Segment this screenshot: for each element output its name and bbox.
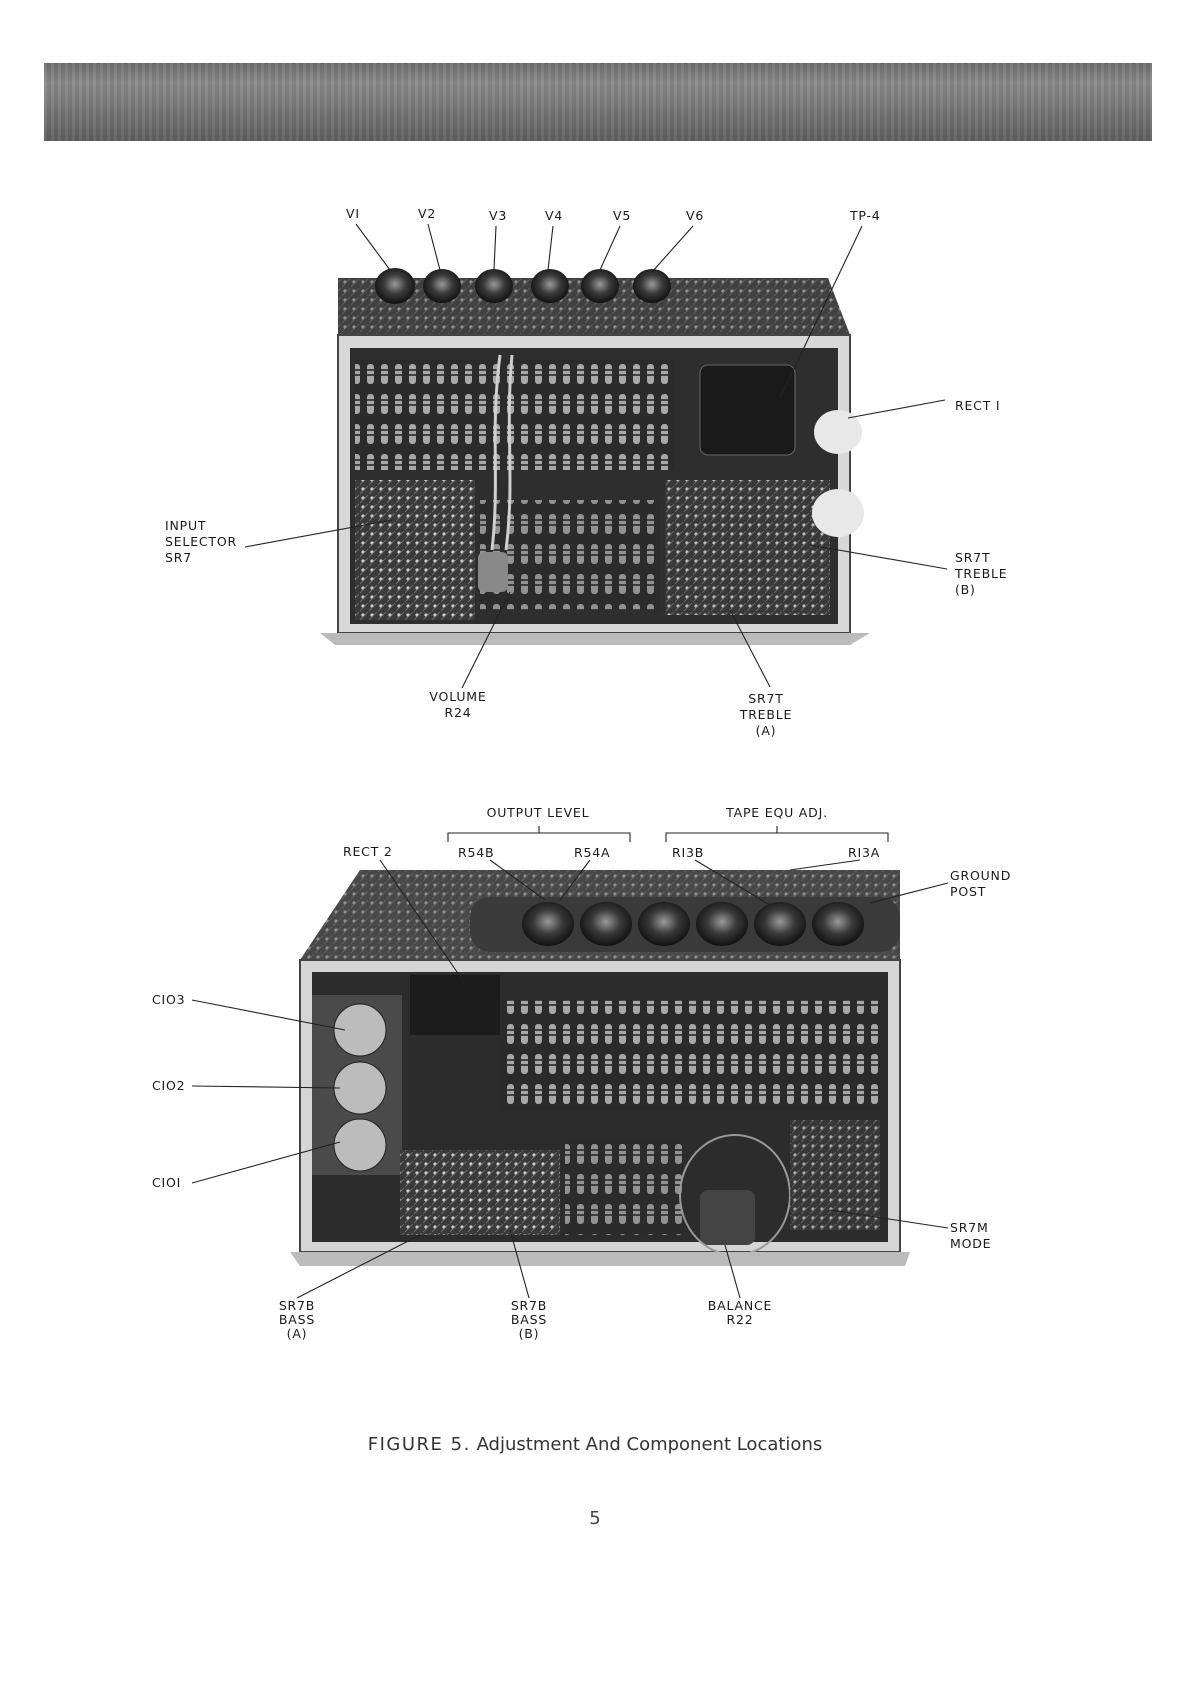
svg-text:POST: POST bbox=[950, 884, 986, 899]
label-r54a: R54A bbox=[574, 845, 610, 860]
svg-text:SR7B: SR7B bbox=[511, 1298, 547, 1313]
svg-text:R24: R24 bbox=[445, 705, 472, 720]
svg-text:BASS: BASS bbox=[279, 1312, 315, 1327]
label-tp4: TP-4 bbox=[849, 208, 881, 223]
svg-text:SR7T: SR7T bbox=[955, 550, 990, 565]
label-v3: V3 bbox=[489, 208, 507, 223]
label-ground-post: GROUND POST bbox=[950, 868, 1011, 899]
label-rect1: RECT I bbox=[955, 398, 1000, 413]
figure-caption: FIGURE 5. Adjustment And Component Locat… bbox=[0, 1434, 1190, 1455]
svg-text:GROUND: GROUND bbox=[950, 868, 1011, 883]
label-bass-b: SR7B BASS (B) bbox=[511, 1298, 547, 1341]
top-tube-labels: VI V2 V3 V4 V5 V6 TP-4 bbox=[346, 206, 881, 223]
svg-text:SR7B: SR7B bbox=[279, 1298, 315, 1313]
bottom-brackets bbox=[448, 826, 888, 842]
label-r13a: RI3A bbox=[848, 845, 880, 860]
svg-text:BASS: BASS bbox=[511, 1312, 547, 1327]
svg-text:BALANCE: BALANCE bbox=[708, 1298, 773, 1313]
svg-text:(A): (A) bbox=[756, 723, 777, 738]
label-volume: VOLUME R24 bbox=[429, 689, 486, 720]
svg-text:R22: R22 bbox=[727, 1312, 754, 1327]
figure-number: FIGURE 5. bbox=[368, 1434, 471, 1455]
svg-text:TREBLE: TREBLE bbox=[954, 566, 1007, 581]
label-v5: V5 bbox=[613, 208, 631, 223]
label-v6: V6 bbox=[686, 208, 704, 223]
label-r54b: R54B bbox=[458, 845, 494, 860]
svg-text:(A): (A) bbox=[287, 1326, 308, 1341]
svg-text:VOLUME: VOLUME bbox=[429, 689, 486, 704]
label-rect2: RECT 2 bbox=[343, 844, 393, 859]
svg-text:(B): (B) bbox=[955, 582, 976, 597]
label-balance: BALANCE R22 bbox=[708, 1298, 773, 1327]
label-output-level: OUTPUT LEVEL bbox=[487, 805, 590, 820]
label-input-selector: INPUT SELECTOR SR7 bbox=[165, 518, 237, 565]
page-number: 5 bbox=[0, 1508, 1190, 1529]
label-c102: CIO2 bbox=[152, 1078, 185, 1093]
svg-text:TREBLE: TREBLE bbox=[739, 707, 792, 722]
label-treble-a: SR7T TREBLE (A) bbox=[739, 691, 792, 738]
label-c101: CIOI bbox=[152, 1175, 181, 1190]
label-v2: V2 bbox=[418, 206, 436, 221]
bottom-chassis-photo bbox=[290, 870, 910, 1266]
figure-title: Adjustment And Component Locations bbox=[477, 1434, 823, 1455]
svg-text:MODE: MODE bbox=[950, 1236, 991, 1251]
label-r13b: RI3B bbox=[672, 845, 704, 860]
label-sr7m-mode: SR7M MODE bbox=[950, 1220, 991, 1251]
svg-text:SR7T: SR7T bbox=[748, 691, 783, 706]
label-tape-equ-adj: TAPE EQU ADJ. bbox=[725, 805, 828, 820]
label-bass-a: SR7B BASS (A) bbox=[279, 1298, 315, 1341]
svg-text:SR7: SR7 bbox=[165, 550, 192, 565]
label-v4: V4 bbox=[545, 208, 563, 223]
label-treble-b: SR7T TREBLE (B) bbox=[954, 550, 1007, 597]
svg-text:INPUT: INPUT bbox=[165, 518, 206, 533]
svg-text:SELECTOR: SELECTOR bbox=[165, 534, 237, 549]
label-v1: VI bbox=[346, 206, 360, 221]
svg-text:SR7M: SR7M bbox=[950, 1220, 989, 1235]
top-chassis-photo bbox=[320, 268, 870, 645]
label-c103: CIO3 bbox=[152, 992, 185, 1007]
svg-text:(B): (B) bbox=[519, 1326, 540, 1341]
